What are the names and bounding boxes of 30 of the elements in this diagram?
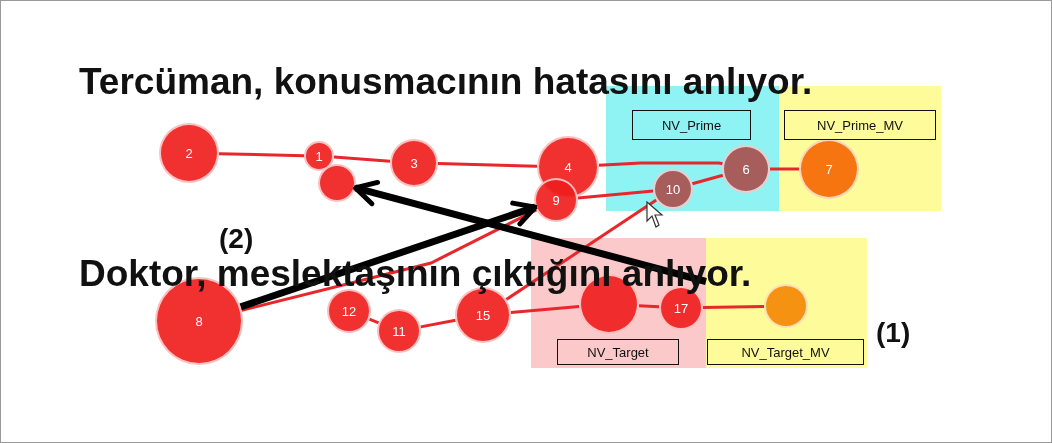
scanpath-line	[218, 152, 305, 158]
fixation-circle: 12	[327, 289, 371, 333]
area-label: NV_Prime_MV	[784, 110, 936, 140]
scanpath-line	[702, 304, 765, 310]
scanpath-line	[638, 304, 660, 309]
scanpath-line	[368, 317, 380, 325]
scanpath-line	[420, 318, 456, 329]
scanpath-line	[598, 161, 723, 167]
area-label: NV_Target	[557, 339, 679, 365]
area-label: NV_Prime	[632, 110, 751, 140]
area-label: NV_Target_MV	[707, 339, 864, 365]
fixation-circle: 7	[799, 139, 859, 199]
callout-number: (2)	[219, 223, 254, 255]
sentence-text: Tercüman, konusmacının hatasını anlıyor.	[79, 61, 813, 103]
fixation-circle: 10	[653, 169, 693, 209]
fixation-circle: 1	[304, 141, 334, 171]
fixation-circle	[318, 164, 356, 202]
fixation-circle: 2	[159, 123, 219, 183]
fixation-circle	[764, 284, 808, 328]
fixation-circle: 11	[377, 309, 421, 353]
fixation-circle: 9	[534, 178, 578, 222]
scanpath-line	[510, 305, 580, 315]
scanpath-line	[577, 189, 654, 200]
fixation-circle: 3	[390, 139, 438, 187]
callout-number: (1)	[876, 317, 911, 349]
scanpath-line	[333, 155, 391, 163]
fixation-circle: 6	[722, 145, 770, 193]
scanpath-line	[437, 162, 538, 168]
scanpath-line	[770, 167, 799, 171]
scanpath-line	[691, 173, 724, 186]
